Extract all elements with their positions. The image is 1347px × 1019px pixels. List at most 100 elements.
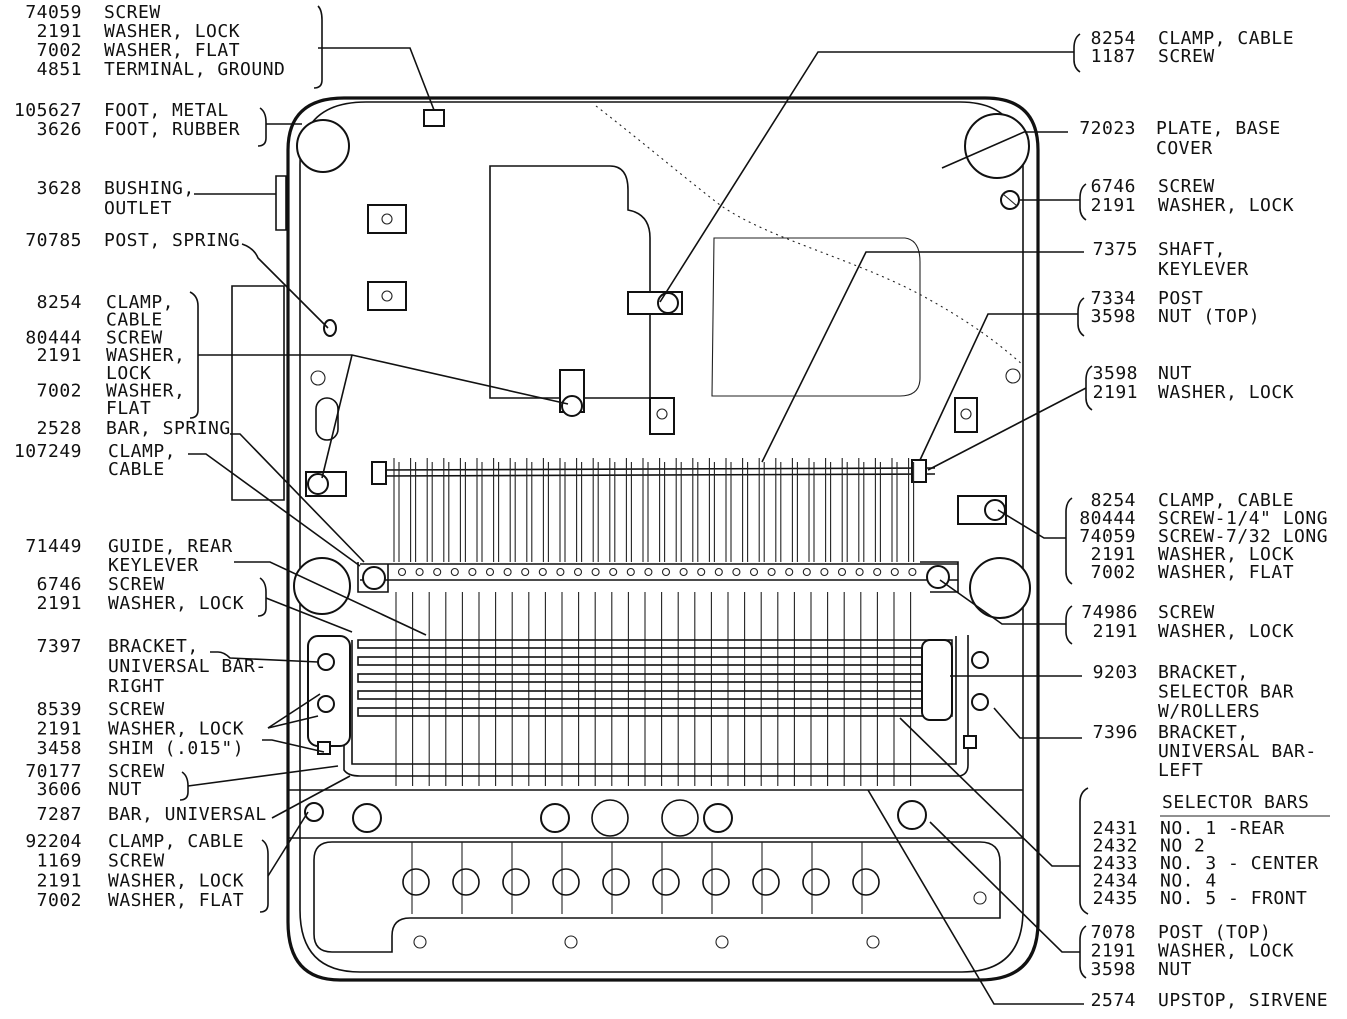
front-key-end — [402, 868, 430, 896]
part-number: 6746 — [37, 574, 82, 595]
part-name: WASHER, LOCK — [108, 593, 244, 614]
part-number: 7078 — [1091, 922, 1136, 943]
part-name: RIGHT — [108, 676, 165, 697]
part-number: 3598 — [1091, 959, 1136, 980]
part-number: 4851 — [37, 59, 82, 80]
part-number: 70785 — [25, 230, 82, 251]
guide-hole — [626, 567, 635, 577]
part-number: 74059 — [1079, 526, 1136, 547]
part-name: SHIM (.015") — [108, 738, 244, 759]
part-name: SCREW — [1158, 176, 1215, 197]
guide-hole — [837, 567, 847, 577]
part-number: 7334 — [1091, 288, 1136, 309]
selector-bar — [357, 656, 953, 666]
part-name: SCREW — [104, 2, 161, 23]
part-number: 2434 — [1093, 871, 1138, 892]
part-number: 74986 — [1081, 602, 1138, 623]
part-number: 1187 — [1091, 46, 1136, 67]
part-name: NUT — [1158, 959, 1192, 980]
leader-lines — [179, 5, 1093, 1005]
guide-hole — [679, 567, 688, 577]
part-number: 2191 — [1093, 382, 1138, 403]
part-number: 80444 — [25, 327, 82, 348]
part-name: SCREW — [1158, 602, 1215, 623]
bushing-outlet — [275, 175, 287, 231]
guide-hole — [609, 567, 618, 577]
part-number: 8539 — [37, 699, 82, 720]
part-number: 71449 — [25, 536, 82, 557]
part-name: NUT (TOP) — [1158, 306, 1260, 327]
slot-left — [315, 397, 339, 441]
part-number: 7002 — [37, 890, 82, 911]
part-name: WASHER, FLAT — [108, 890, 244, 911]
part-name: NO. 4 — [1160, 871, 1217, 892]
guide-hole — [397, 567, 407, 577]
guide-hole — [714, 567, 723, 577]
part-number: 7002 — [37, 381, 82, 402]
universal-bar — [343, 635, 969, 777]
part-name: WASHER, LOCK — [108, 719, 244, 740]
part-name: LEFT — [1158, 760, 1203, 781]
part-name: CABLE — [108, 459, 165, 480]
selector-bar — [357, 690, 953, 700]
shaft-end-right — [911, 459, 927, 483]
part-name: SCREW — [106, 327, 163, 348]
part-name: SCREW — [108, 761, 165, 782]
part-name: SELECTOR BAR — [1158, 682, 1294, 703]
part-name: WASHER, LOCK — [1158, 544, 1294, 565]
front-key-end — [452, 868, 480, 896]
keylevers — [393, 458, 915, 786]
foot-front-right — [969, 557, 1031, 619]
part-name: BAR, UNIVERSAL — [108, 804, 267, 825]
front-key-end — [502, 868, 530, 896]
part-name: NUT — [1158, 363, 1192, 384]
part-name: WASHER, LOCK — [1158, 382, 1294, 403]
part-number: 7287 — [37, 804, 82, 825]
part-number: 8254 — [1091, 28, 1136, 49]
part-name: FLAT — [106, 398, 151, 419]
right-recess — [711, 237, 921, 397]
foot-rear-right — [964, 113, 1030, 179]
part-name: W/ROLLERS — [1158, 701, 1260, 722]
callout-heading: SELECTOR BARS — [1162, 792, 1309, 813]
casting-contour — [595, 105, 1024, 366]
post-spring — [323, 319, 337, 337]
part-name: SCREW — [108, 574, 165, 595]
guide-hole — [644, 567, 653, 577]
part-name: UNIVERSAL BAR- — [108, 656, 267, 677]
side-rail-left — [231, 285, 285, 501]
front-key-end — [652, 868, 680, 896]
part-name: SCREW-7/32 LONG — [1158, 526, 1328, 547]
guide-hole — [521, 567, 530, 577]
part-number: 2435 — [1093, 888, 1138, 909]
front-keylever-opening — [313, 841, 1001, 953]
part-number: 105627 — [14, 100, 82, 121]
mount-block-2 — [367, 281, 407, 311]
part-name: SHAFT, — [1158, 239, 1226, 260]
rear-recess — [489, 165, 651, 399]
part-name: POST — [1158, 288, 1203, 309]
part-name: CLAMP, — [108, 441, 176, 462]
part-number: 3606 — [37, 779, 82, 800]
part-name: SCREW — [108, 851, 165, 872]
guide-hole — [820, 567, 829, 577]
bracket-selector-rollers — [921, 639, 953, 721]
front-key-end — [752, 868, 780, 896]
part-name: COVER — [1156, 138, 1213, 159]
part-number: 2528 — [37, 418, 82, 439]
part-number: 3628 — [37, 178, 82, 199]
part-name: WASHER, LOCK — [104, 21, 240, 42]
